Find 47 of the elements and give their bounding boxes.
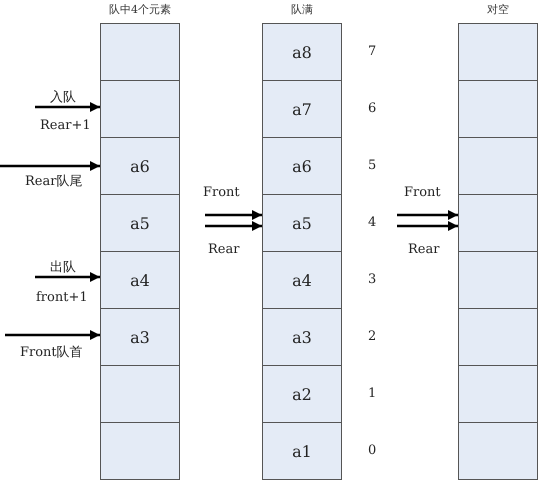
index-number: 5 bbox=[368, 158, 376, 173]
index-number: 7 bbox=[368, 44, 376, 59]
column-heading: 队中4个元素 bbox=[108, 2, 172, 17]
queue-cell: a7 bbox=[262, 80, 342, 138]
queue-cell: a1 bbox=[262, 422, 342, 480]
arrow bbox=[5, 330, 100, 340]
arrow bbox=[205, 221, 262, 231]
edge-label: 入队 bbox=[50, 90, 76, 105]
index-number: 2 bbox=[368, 329, 376, 344]
queue-cell: a6 bbox=[100, 137, 180, 195]
queue-cell bbox=[458, 365, 538, 423]
queue-cell: a4 bbox=[262, 251, 342, 309]
queue-cell: a6 bbox=[262, 137, 342, 195]
queue-cell bbox=[100, 23, 180, 81]
queue-cell: a8 bbox=[262, 23, 342, 81]
arrow bbox=[397, 221, 458, 231]
arrow bbox=[205, 210, 262, 220]
queue-cell: a3 bbox=[262, 308, 342, 366]
arrow bbox=[35, 272, 100, 282]
index-number: 6 bbox=[368, 101, 376, 116]
queue-cell bbox=[458, 80, 538, 138]
index-number: 3 bbox=[368, 272, 376, 287]
queue-cell: a2 bbox=[262, 365, 342, 423]
column-heading: 队满 bbox=[290, 2, 314, 17]
queue-cell bbox=[458, 23, 538, 81]
queue-cell bbox=[458, 137, 538, 195]
queue-cell: a5 bbox=[100, 194, 180, 252]
queue-cell bbox=[458, 308, 538, 366]
queue-cell bbox=[458, 194, 538, 252]
queue-cell: a5 bbox=[262, 194, 342, 252]
queue-cell bbox=[100, 80, 180, 138]
queue-cell: a4 bbox=[100, 251, 180, 309]
arrow bbox=[35, 102, 100, 112]
arrow bbox=[0, 161, 100, 171]
queue-cell bbox=[458, 422, 538, 480]
arrow bbox=[397, 210, 458, 220]
queue-cell: a3 bbox=[100, 308, 180, 366]
queue-cell bbox=[100, 365, 180, 423]
queue-cell bbox=[458, 251, 538, 309]
index-number: 1 bbox=[368, 386, 376, 401]
edge-label: 出队 bbox=[50, 260, 76, 275]
column-heading: 对空 bbox=[486, 2, 510, 17]
edge-label: Front队首 bbox=[20, 345, 83, 360]
edge-label: Rear队尾 bbox=[25, 174, 82, 189]
queue-cell bbox=[100, 422, 180, 480]
index-number: 4 bbox=[368, 215, 376, 230]
index-number: 0 bbox=[368, 443, 376, 458]
